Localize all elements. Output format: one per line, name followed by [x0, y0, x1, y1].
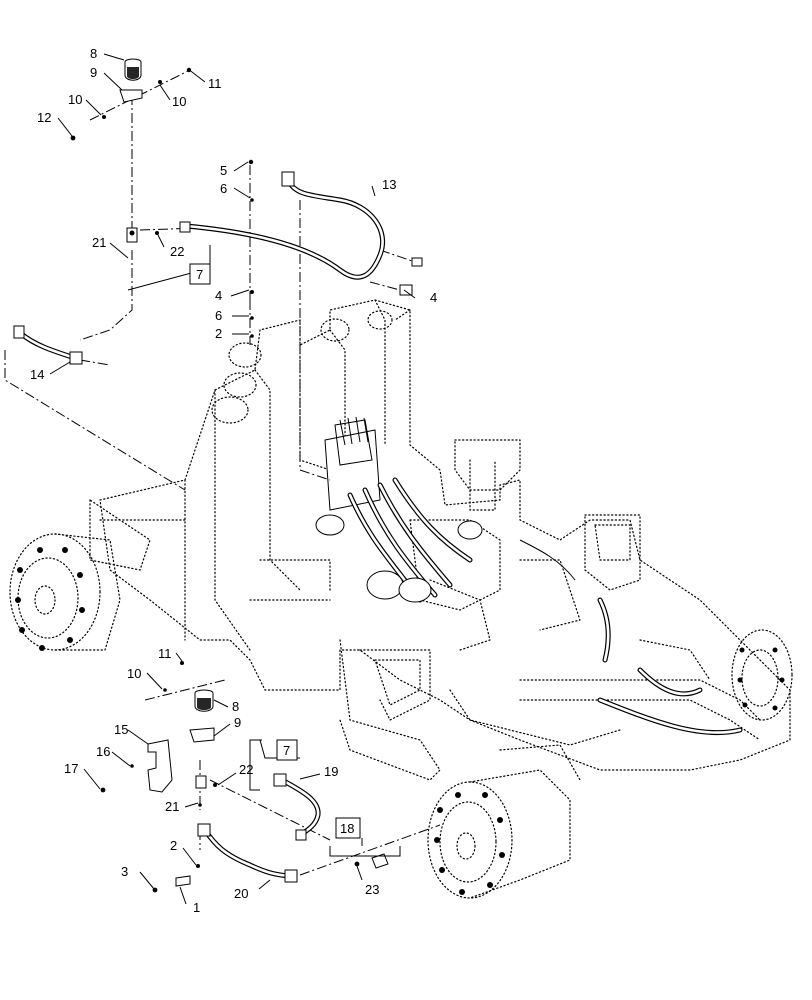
callout-19: 19 [324, 764, 338, 779]
callout-1: 1 [193, 900, 200, 915]
callout-11-bottom: 11 [158, 646, 172, 661]
far-right-hub [731, 629, 793, 721]
callout-20: 20 [234, 886, 248, 901]
central-valve-bundle [315, 416, 743, 736]
callout-10-bottom: 10 [127, 666, 141, 681]
callout-9-top: 9 [90, 65, 97, 80]
callout-8-top: 8 [90, 46, 97, 61]
callout-7-top: 7 [196, 267, 203, 282]
axle-chassis-outline [89, 299, 791, 781]
callout-6-top: 6 [220, 181, 227, 196]
callout-13: 13 [382, 177, 396, 192]
callout-2-bottom: 2 [170, 838, 177, 853]
callout-11-top: 11 [208, 76, 222, 91]
callout-23: 23 [365, 882, 379, 897]
callout-boxes [189, 263, 361, 839]
callout-14: 14 [30, 367, 44, 382]
callout-5: 5 [220, 163, 227, 178]
right-wheel-hub [427, 744, 581, 899]
callout-labels: 8 9 11 10 10 12 5 6 13 21 22 7 4 4 6 2 1… [30, 46, 437, 915]
box-7-top [189, 263, 211, 285]
callout-leaders [49, 53, 416, 905]
callout-7-bottom: 7 [283, 743, 290, 758]
callout-22-top: 22 [170, 244, 184, 259]
callout-15: 15 [114, 722, 128, 737]
callout-8-bottom: 8 [232, 699, 239, 714]
callout-3: 3 [121, 864, 128, 879]
callout-12: 12 [37, 110, 51, 125]
callout-10-left: 10 [68, 92, 82, 107]
box-7-bottom [276, 739, 298, 761]
callout-21-bottom: 21 [165, 799, 179, 814]
callout-4-left: 4 [215, 288, 222, 303]
callout-21-top: 21 [92, 235, 106, 250]
callout-16: 16 [96, 744, 110, 759]
callout-9-bottom: 9 [234, 715, 241, 730]
callout-17: 17 [64, 761, 78, 776]
left-wheel-hub [9, 533, 121, 651]
box-18 [335, 817, 361, 839]
callout-2-top: 2 [215, 326, 222, 341]
top-assembly [4, 58, 423, 491]
bottom-assembly [100, 661, 441, 893]
callout-22-bottom: 22 [239, 762, 253, 777]
callout-6-lower: 6 [215, 308, 222, 323]
callout-4-right: 4 [430, 290, 437, 305]
callout-18: 18 [340, 821, 354, 836]
callout-10-right: 10 [172, 94, 186, 109]
